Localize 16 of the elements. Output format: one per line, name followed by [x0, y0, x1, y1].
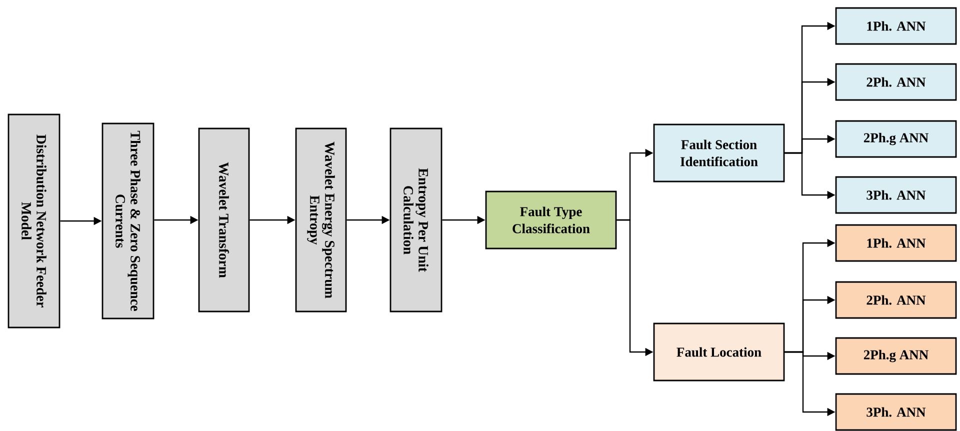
process-box: Entropy Per Unit Calculation	[390, 128, 442, 312]
process-box: Fault Type Classification	[485, 190, 617, 250]
process-box: 2Ph. ANN	[835, 281, 957, 319]
process-box: Fault Section Identification	[653, 124, 785, 182]
process-box: 2Ph.g ANN	[835, 120, 957, 158]
process-box: 1Ph. ANN	[835, 224, 957, 262]
process-box: 2Ph. ANN	[835, 63, 957, 101]
process-box: 3Ph. ANN	[835, 393, 957, 431]
process-box: Fault Location	[653, 322, 785, 382]
process-box: Three Phase & Zero Sequence Currents	[102, 122, 154, 320]
process-box: Distribution Network Feeder Model	[8, 114, 60, 328]
process-box: Wavelet Energy Spectrum Entropy	[295, 128, 347, 312]
process-box: Wavelet Transform	[198, 128, 250, 312]
process-box: 3Ph. ANN	[835, 176, 957, 214]
process-box: 1Ph. ANN	[835, 7, 957, 45]
process-box: 2Ph.g ANN	[835, 337, 957, 375]
